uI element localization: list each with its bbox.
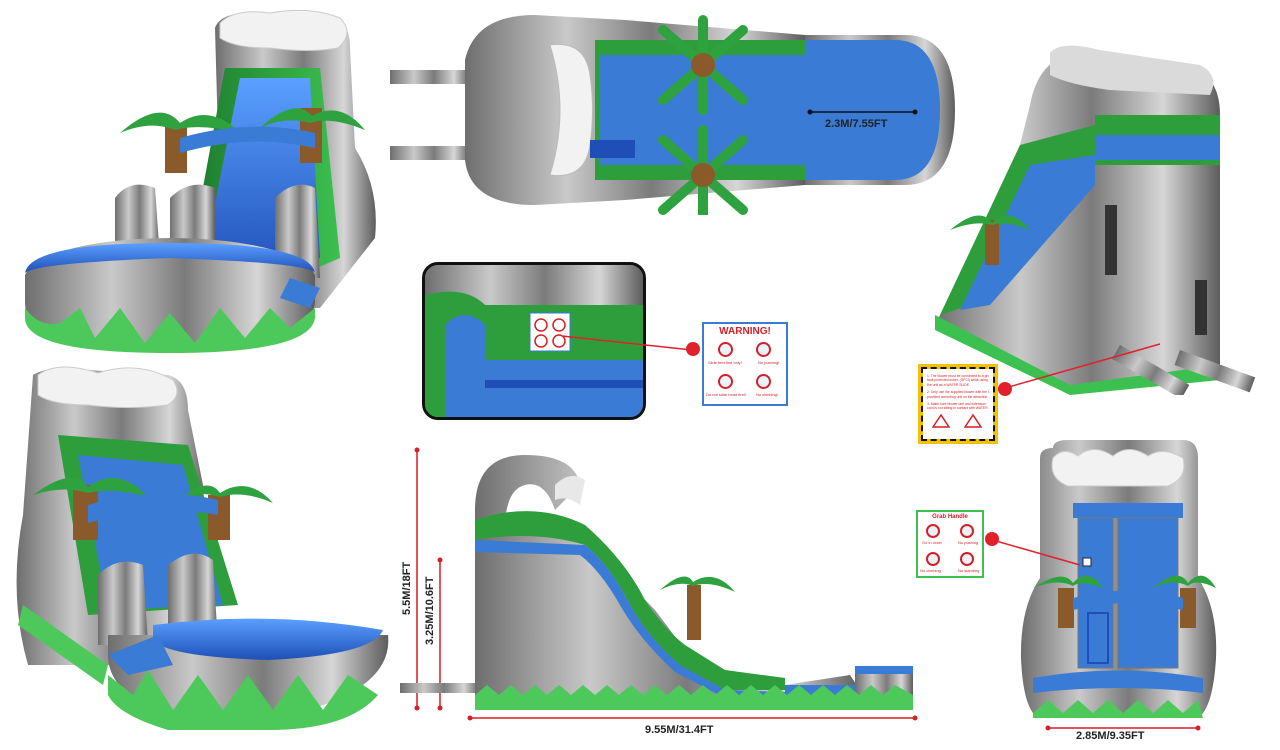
warning-caption-4: No climbing! [756,392,779,397]
slide-illustration-2 [16,366,389,730]
blower-callout-line [1004,343,1161,389]
warning-sign-title: WARNING! [719,326,771,337]
slide-view-front-right-perspective [8,365,393,745]
slide-view-rear-perspective [930,45,1280,395]
warning-caption-1: Slide feet first only! [708,360,742,365]
warning-callout-dot [686,342,700,356]
grab-caption-2: No pushing [958,540,979,545]
blower-warning-sign: 1. The blower must be connected to a gro… [918,364,998,444]
grab-handle-sign-title: Grab Handle [932,514,968,520]
grab-caption-1: Go in order [922,540,943,545]
grab-callout-dot [985,532,999,546]
blower-line-4: 2. Only use the supplied blower with the… [927,390,989,395]
warning-icon-4 [756,374,771,389]
length-dimension-label: 9.55M/31.4FT [645,724,714,736]
front-elevation-illustration [1020,440,1217,731]
slide-rear-illustration [935,45,1256,395]
blower-line-3: the unit as a WATER SLIDE. [927,382,970,387]
warning-caption-2: No pushing! [758,360,780,365]
grab-icon-3 [926,552,940,566]
warning-sign: WARNING! Slide feet first only! No pushi… [702,322,788,406]
grab-callout-line [995,540,1081,566]
blower-line-6: 3. Make sure blower unit and extension [927,402,986,407]
slide-view-top: 2.3M/7.55FT [385,10,970,215]
slide-view-front-left-perspective [20,8,390,358]
platform-height-dimension-label: 3.25M/10.6FT [424,576,436,645]
slide-top-illustration [390,15,955,215]
blower-callout-dot [998,382,1012,396]
slide-illustration [25,9,376,353]
width-dimension-label: 2.85M/9.35FT [1076,730,1145,742]
grab-icon-4 [960,552,974,566]
grab-icon-1 [926,524,940,538]
blower-line-1: 1. The blower must be connected to a gro… [927,374,989,378]
grab-handle-sign: Grab Handle Go in order No pushing No cl… [916,510,984,578]
blower-line-5: provided according unit on the attractio… [927,394,989,399]
slide-view-front-elevation: 2.85M/9.35FT [1018,438,1218,745]
total-height-dimension-label: 5.5M/18FT [401,561,413,615]
top-width-dimension-label: 2.3M/7.55FT [825,118,888,130]
warning-icon-3 [718,374,733,389]
warning-icon-1 [718,342,733,357]
blower-warning-icons [931,413,983,428]
warning-callout-line [561,335,693,351]
grab-caption-4: No standing [958,568,980,573]
side-elevation-illustration [400,447,918,721]
warning-icon-2 [756,342,771,357]
blower-line-7: cord is not sitting in contact with WATE… [927,406,989,411]
blower-line-2: fault protected outlet. (GFCI) while usi… [927,378,988,383]
warning-caption-3: Do not slide head first! [706,392,746,397]
grab-icon-2 [960,524,974,538]
slide-view-side-elevation: 5.5M/18FT 3.25M/10.6FT 9.55M/31.4FT [395,440,925,745]
grab-caption-3: No climbing [920,568,941,573]
